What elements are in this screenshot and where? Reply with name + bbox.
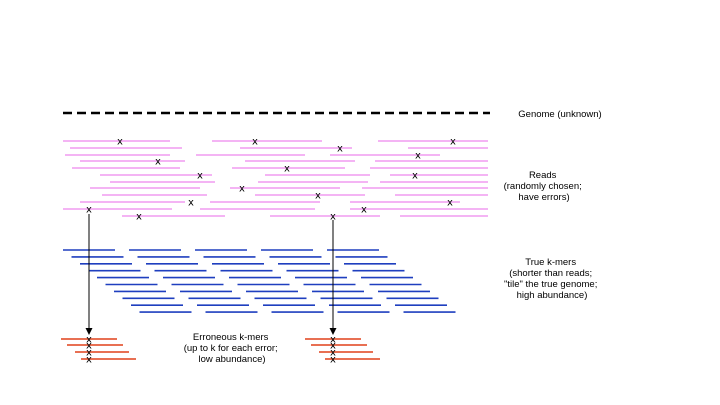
- genome-label: Genome (unknown): [518, 109, 601, 120]
- true-kmers-label-line: (shorter than reads;: [509, 268, 592, 279]
- error-mark: x: [197, 171, 203, 182]
- erroneous-kmers-label: Erroneous k-mers (up to k for each error…: [184, 332, 281, 365]
- reads-label-line: (randomly chosen;: [504, 181, 582, 192]
- error-mark: x: [330, 341, 336, 352]
- true-kmers-label-line: True k-mers: [525, 257, 576, 268]
- error-mark: x: [86, 335, 92, 346]
- reads-label-line: Reads: [529, 170, 557, 181]
- error-mark: x: [284, 164, 290, 175]
- error-mark: x: [330, 212, 336, 223]
- error-mark: x: [86, 341, 92, 352]
- error-mark: x: [450, 137, 456, 148]
- error-mark: x: [330, 355, 336, 366]
- error-mark: x: [412, 171, 418, 182]
- error-mark: x: [86, 348, 92, 359]
- error-mark: x: [86, 205, 92, 216]
- error-mark: x: [252, 137, 258, 148]
- reads-label: Reads (randomly chosen; have errors): [504, 170, 585, 203]
- error-mark: x: [361, 205, 367, 216]
- error-mark: x: [330, 335, 336, 346]
- error-mark: x: [330, 348, 336, 359]
- erroneous-kmers-label-line: Erroneous k-mers: [193, 332, 269, 343]
- reads-label-line: have errors): [518, 192, 569, 203]
- error-mark: x: [447, 198, 453, 209]
- error-mark: x: [86, 355, 92, 366]
- error-mark: x: [155, 157, 161, 168]
- error-mark: x: [188, 198, 194, 209]
- error-mark: x: [337, 144, 343, 155]
- true-kmers-group: [63, 249, 456, 313]
- error-mark: x: [239, 184, 245, 195]
- error-mark: x: [136, 212, 142, 223]
- true-kmers-label: True k-mers (shorter than reads; "tile" …: [504, 257, 600, 301]
- erroneous-kmers-label-line: low abundance): [198, 354, 265, 365]
- erroneous-kmers-label-line: (up to k for each error;: [184, 343, 278, 354]
- error-mark: x: [415, 151, 421, 162]
- true-kmers-label-line: "tile" the true genome;: [504, 279, 597, 290]
- genome-label-line: Genome (unknown): [518, 109, 601, 120]
- true-kmers-label-line: high abundance): [517, 290, 588, 301]
- error-mark: x: [315, 191, 321, 202]
- error-mark: x: [117, 137, 123, 148]
